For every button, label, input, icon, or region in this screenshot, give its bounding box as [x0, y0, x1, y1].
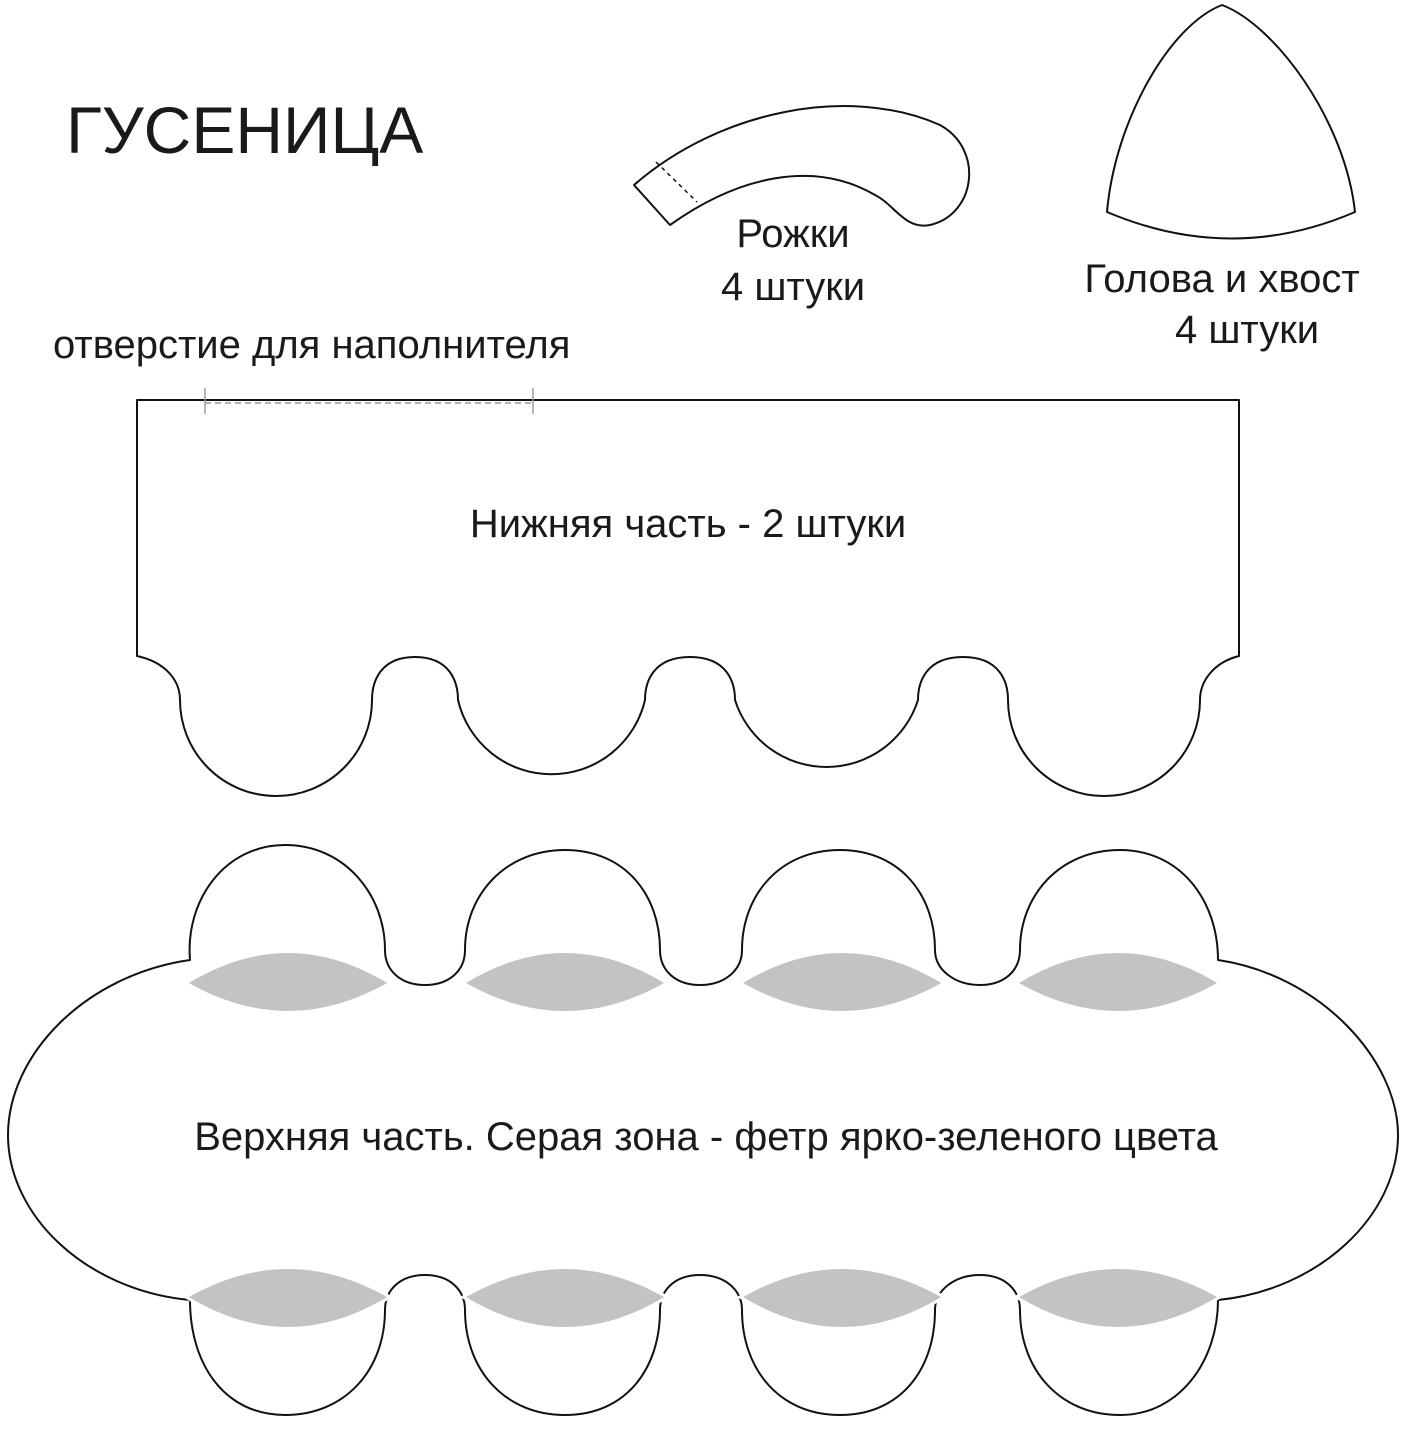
horns-label: Рожки: [736, 212, 849, 256]
bottom-part-outline: [136, 399, 1240, 797]
horns-piece: [633, 105, 971, 227]
bottom-part-label: Нижняя часть - 2 штуки: [470, 502, 906, 546]
felt-zone-upper-4: [1013, 950, 1223, 1014]
head-tail-label: Голова и хвост: [1084, 257, 1359, 301]
felt-zone-upper-1: [183, 950, 393, 1014]
filler-opening-label: отверстие для наполнителя: [53, 323, 570, 367]
felt-zone-lower-2: [460, 1266, 670, 1330]
felt-zone-upper-3: [737, 950, 947, 1014]
top-part-label: Верхняя часть. Серая зона - фетр ярко-зе…: [194, 1115, 1218, 1159]
felt-zone-lower-4: [1013, 1266, 1223, 1330]
diagram-title: ГУСЕНИЦА: [66, 93, 423, 167]
head-tail-count: 4 штуки: [1175, 308, 1319, 352]
bottom-part-piece: [136, 388, 1240, 797]
felt-zones: [183, 950, 1223, 1330]
felt-zone-lower-3: [737, 1266, 947, 1330]
horns-count: 4 штуки: [721, 265, 865, 309]
horns-outline: [633, 105, 971, 227]
head-tail-outline: [1106, 4, 1356, 240]
felt-zone-lower-1: [183, 1266, 393, 1330]
top-part-piece: [7, 844, 1399, 1416]
horns-seam-line: [655, 161, 698, 203]
felt-zone-upper-2: [460, 950, 670, 1014]
